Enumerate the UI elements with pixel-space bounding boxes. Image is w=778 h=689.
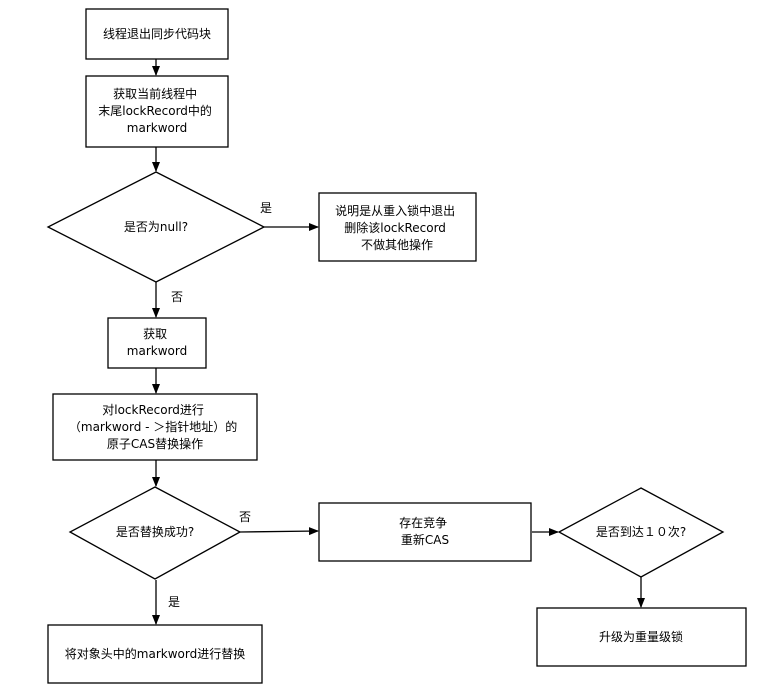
decision-is-replace-success-text: 是否替换成功? — [116, 525, 194, 539]
node-get-last-lock-record: 获取当前线程中 末尾lockRecord中的 markword — [85, 75, 229, 148]
node-reentrant-exit: 说明是从重入锁中退出 删除该lockRecord 不做其他操作 — [318, 192, 477, 262]
node-cas-replace-text: 对lockRecord进行 （markword - ＞指针地址）的 原子CAS替… — [69, 403, 241, 451]
node-exit-sync-block-text: 线程退出同步代码块 — [103, 26, 211, 41]
node-exit-sync-block: 线程退出同步代码块 — [85, 8, 229, 60]
edge-label-is-null-no: 否 — [171, 290, 183, 304]
node-upgrade-heavy-lock: 升级为重量级锁 — [536, 607, 747, 667]
node-cas-replace: 对lockRecord进行 （markword - ＞指针地址）的 原子CAS替… — [52, 393, 258, 461]
edge-label-is-null-yes: 是 — [260, 201, 272, 215]
node-get-last-lock-record-text: 获取当前线程中 末尾lockRecord中的 markword — [98, 86, 216, 135]
edge-is-replace-to-contention — [239, 527, 319, 536]
node-contention-retry: 存在竞争 重新CAS — [318, 502, 532, 562]
decision-is-null-text: 是否为null? — [124, 220, 188, 234]
node-get-markword-text: 获取 markword — [127, 327, 187, 358]
node-replace-header-markword-text: 将对象头中的markword进行替换 — [65, 646, 245, 661]
decision-reached-10: 是否到达１０次? — [557, 487, 725, 578]
node-replace-header-markword: 将对象头中的markword进行替换 — [47, 624, 263, 684]
node-contention-retry-text: 存在竞争 重新CAS — [399, 516, 451, 547]
decision-is-replace-success: 是否替换成功? — [68, 486, 242, 580]
edge-label-replace-yes: 是 — [168, 595, 180, 609]
decision-is-null: 是否为null? — [46, 171, 266, 283]
node-upgrade-heavy-lock-text: 升级为重量级锁 — [599, 629, 683, 644]
node-get-markword: 获取 markword — [107, 317, 207, 369]
node-reentrant-exit-text: 说明是从重入锁中退出 删除该lockRecord 不做其他操作 — [335, 203, 459, 252]
decision-reached-10-text: 是否到达１０次? — [596, 525, 686, 539]
edge-label-replace-no: 否 — [239, 510, 251, 524]
